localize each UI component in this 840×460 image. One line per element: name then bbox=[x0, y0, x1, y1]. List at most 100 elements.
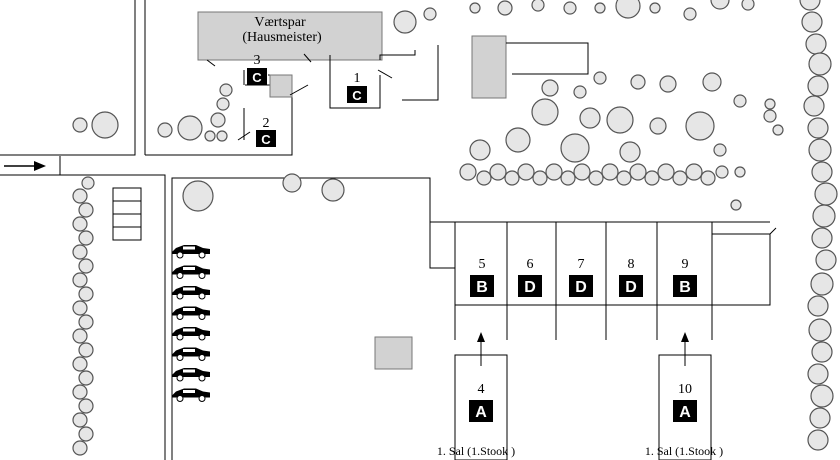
car-icon bbox=[172, 306, 210, 320]
tree-icon bbox=[505, 127, 531, 153]
car-icon bbox=[172, 388, 210, 402]
tree-icon bbox=[72, 356, 88, 372]
tree-icon bbox=[810, 384, 834, 408]
tree-icon bbox=[606, 106, 634, 134]
tree-icon bbox=[72, 117, 88, 133]
tree-icon bbox=[573, 163, 591, 181]
unit-5: 5 B bbox=[470, 257, 494, 297]
tree-icon bbox=[72, 412, 88, 428]
unit-category: D bbox=[625, 279, 637, 296]
annex-block bbox=[269, 74, 293, 98]
tree-icon bbox=[531, 0, 545, 12]
tree-icon bbox=[560, 133, 590, 163]
unit-3: 3 C bbox=[247, 53, 267, 85]
unit-number: 10 bbox=[678, 382, 692, 397]
tree-icon bbox=[216, 130, 228, 142]
tree-icon bbox=[672, 170, 688, 186]
tree-icon bbox=[531, 98, 559, 126]
tree-icon bbox=[649, 117, 667, 135]
unit-2: 2 C bbox=[256, 116, 276, 147]
tree-icon bbox=[657, 163, 675, 181]
tree-icon bbox=[615, 0, 641, 19]
tree-icon bbox=[72, 216, 88, 232]
unit-category: C bbox=[261, 132, 271, 147]
unit-category: B bbox=[679, 279, 691, 296]
tree-icon bbox=[616, 170, 632, 186]
tree-icon bbox=[630, 74, 646, 90]
tree-icon bbox=[78, 370, 94, 386]
tree-icon bbox=[593, 71, 607, 85]
unit-8: 8 D bbox=[619, 257, 643, 297]
tree-icon bbox=[216, 97, 230, 111]
car-icon bbox=[172, 327, 210, 341]
tree-icon bbox=[157, 122, 173, 138]
tree-icon bbox=[710, 0, 730, 10]
car-icon bbox=[172, 368, 210, 382]
tree-icon bbox=[733, 94, 747, 108]
tree-icon bbox=[504, 170, 520, 186]
car-icon bbox=[172, 286, 210, 300]
tree-icon bbox=[72, 188, 88, 204]
tree-icon bbox=[815, 249, 837, 271]
tree-icon bbox=[78, 286, 94, 302]
tree-icon bbox=[72, 384, 88, 400]
tree-icon bbox=[807, 295, 829, 317]
tree-icon bbox=[78, 230, 94, 246]
arrow-to-unit-9 bbox=[681, 332, 689, 342]
tree-icon bbox=[811, 227, 833, 249]
tree-icon bbox=[78, 398, 94, 414]
tree-icon bbox=[807, 75, 829, 97]
unit-number: 6 bbox=[527, 257, 534, 272]
tree-icon bbox=[563, 1, 577, 15]
tree-icon bbox=[588, 170, 604, 186]
tree-icon bbox=[594, 2, 606, 14]
tree-icon bbox=[469, 2, 481, 14]
floor-note-unit-4: 1. Sal (1.Stook ) bbox=[437, 444, 515, 458]
tree-icon bbox=[811, 161, 833, 183]
tree-icon bbox=[730, 199, 742, 211]
tree-icon bbox=[629, 163, 647, 181]
tree-icon bbox=[545, 163, 563, 181]
unit-category: D bbox=[524, 279, 536, 296]
tree-icon bbox=[772, 124, 784, 136]
host-building-subtitle: (Hausmeister) bbox=[242, 30, 322, 45]
car-icon bbox=[172, 245, 210, 259]
tree-icon bbox=[702, 72, 722, 92]
arrow-to-unit-5 bbox=[477, 332, 485, 342]
unit-category: A bbox=[679, 404, 691, 421]
tree-icon bbox=[741, 0, 755, 11]
tree-icon bbox=[282, 173, 302, 193]
unit-4: 4 A bbox=[469, 382, 493, 422]
tree-icon bbox=[807, 363, 829, 385]
tree-icon bbox=[210, 112, 226, 128]
tree-icon bbox=[321, 178, 345, 202]
tree-icon bbox=[78, 258, 94, 274]
tree-icon bbox=[685, 111, 715, 141]
units-row bbox=[454, 222, 713, 340]
tree-icon bbox=[78, 202, 94, 218]
tree-icon bbox=[497, 0, 513, 16]
tree-icon bbox=[764, 98, 776, 110]
tree-icon bbox=[560, 170, 576, 186]
tree-icon bbox=[700, 170, 716, 186]
tree-icon bbox=[807, 429, 829, 451]
unit-number: 5 bbox=[479, 257, 486, 272]
tree-icon bbox=[219, 83, 233, 97]
tree-icon bbox=[204, 130, 216, 142]
tree-icon bbox=[812, 204, 836, 228]
tree-icon bbox=[649, 2, 661, 14]
unit-category: B bbox=[476, 279, 488, 296]
tree-icon bbox=[763, 109, 777, 123]
tree-icon bbox=[659, 75, 677, 93]
unit-category: D bbox=[575, 279, 587, 296]
tree-icon bbox=[814, 182, 838, 206]
tree-icon bbox=[182, 180, 214, 212]
tree-icon bbox=[72, 244, 88, 260]
unit-7: 7 D bbox=[569, 257, 593, 297]
tree-icon bbox=[459, 163, 477, 181]
unit-number: 2 bbox=[263, 116, 270, 131]
tree-icon bbox=[541, 79, 559, 97]
unit-category: C bbox=[352, 88, 362, 103]
